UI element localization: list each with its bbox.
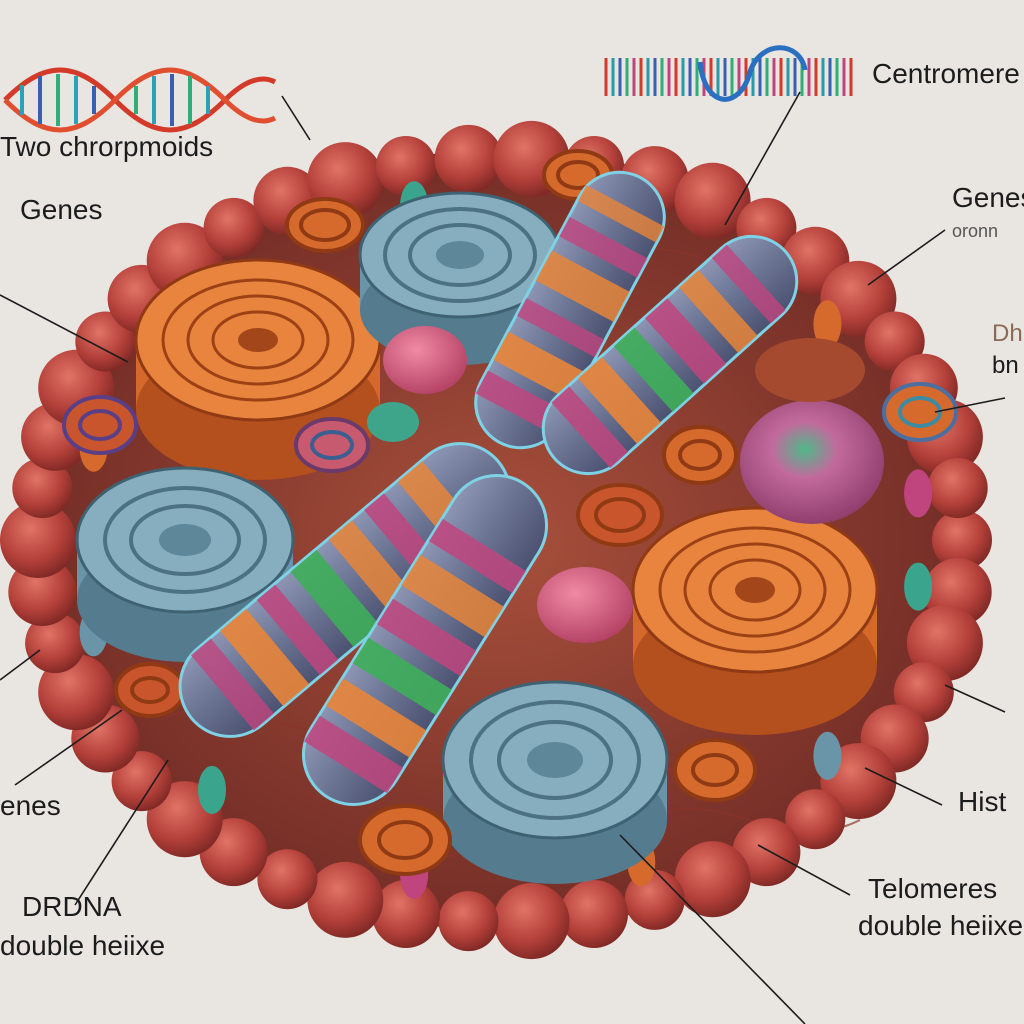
- small-coil: [114, 662, 186, 718]
- membrane-bump: [376, 136, 436, 196]
- brown-blob: [755, 338, 865, 402]
- label-telomeres: Telomeres: [868, 873, 998, 904]
- membrane-bump: [560, 880, 628, 948]
- membrane-bump: [674, 841, 751, 918]
- membrane-bump: [906, 605, 983, 682]
- label-centromere: Centromere: [872, 58, 1020, 89]
- membrane-bump: [893, 662, 954, 723]
- dna-coil-blue-left: [75, 466, 295, 662]
- label-genes-bottom-left: enes: [0, 790, 61, 821]
- small-coil: [62, 395, 138, 455]
- membrane-disc: [813, 300, 842, 349]
- membrane-bump: [932, 510, 992, 570]
- membrane-bump: [12, 458, 73, 518]
- small-coil: [673, 738, 757, 802]
- pink-blob: [537, 567, 633, 643]
- pink-blob: [383, 326, 467, 394]
- membrane-bump: [257, 849, 318, 910]
- dna-coil-orange-right: [631, 506, 879, 735]
- membrane-bump: [25, 613, 86, 674]
- small-coil: [576, 483, 664, 547]
- label-dna-bottom-left: DRDNA: [22, 891, 122, 922]
- membrane-disc: [904, 469, 933, 518]
- membrane-bump: [438, 891, 499, 952]
- membrane-disc: [904, 562, 933, 611]
- chromatid-upper-right: [541, 234, 799, 476]
- membrane-disc: [198, 765, 226, 814]
- membrane-bump: [674, 162, 751, 239]
- dna-barcode-icon: [604, 45, 853, 102]
- label-two-chromatids: Two chrorpmoids: [0, 131, 214, 162]
- barcode-swoosh: [697, 45, 808, 102]
- small-coil: [358, 804, 452, 876]
- label-dna-right-bottom: bn: [992, 352, 1019, 379]
- dna-coil-blue-bottom: [441, 680, 669, 884]
- membrane-bump: [927, 458, 988, 518]
- label-double-helix-right: double heiixe: [858, 910, 1024, 941]
- chromatid-upper-left: [474, 170, 666, 450]
- label-genes-right-sub: oronn: [952, 221, 999, 241]
- membrane-bump: [434, 124, 503, 193]
- label-dna-right-top: Dh: [992, 320, 1023, 347]
- membrane-bump: [864, 311, 925, 372]
- leader-lines: [0, 91, 1006, 1024]
- chromatid-lower-right: [301, 474, 549, 806]
- label-double-helix-left: double heiixe: [0, 930, 166, 961]
- membrane-bump: [372, 880, 440, 948]
- small-coil: [662, 425, 738, 485]
- dna-helix-icon: [3, 67, 277, 133]
- small-coils: [62, 149, 958, 876]
- membrane-bump: [203, 197, 264, 258]
- membrane-bump: [111, 751, 172, 812]
- nucleolus-sphere: [740, 400, 884, 524]
- label-genes-right: Genes: [952, 182, 1024, 213]
- membrane-disc: [813, 731, 842, 780]
- dna-coil-orange-left: [134, 258, 382, 480]
- small-coil: [882, 382, 958, 442]
- pink-blob: [367, 402, 419, 442]
- small-coil: [294, 417, 370, 473]
- small-coil: [285, 197, 365, 253]
- membrane-bump: [785, 789, 846, 850]
- membrane-bump: [307, 861, 384, 938]
- membrane-bump: [493, 883, 570, 960]
- label-genes-left: Genes: [20, 194, 103, 225]
- membrane-bump: [732, 818, 801, 887]
- membrane-bump: [75, 311, 136, 372]
- membrane-bump: [0, 502, 76, 578]
- label-histone: Hist: [958, 786, 1007, 817]
- membrane-bump: [38, 654, 115, 731]
